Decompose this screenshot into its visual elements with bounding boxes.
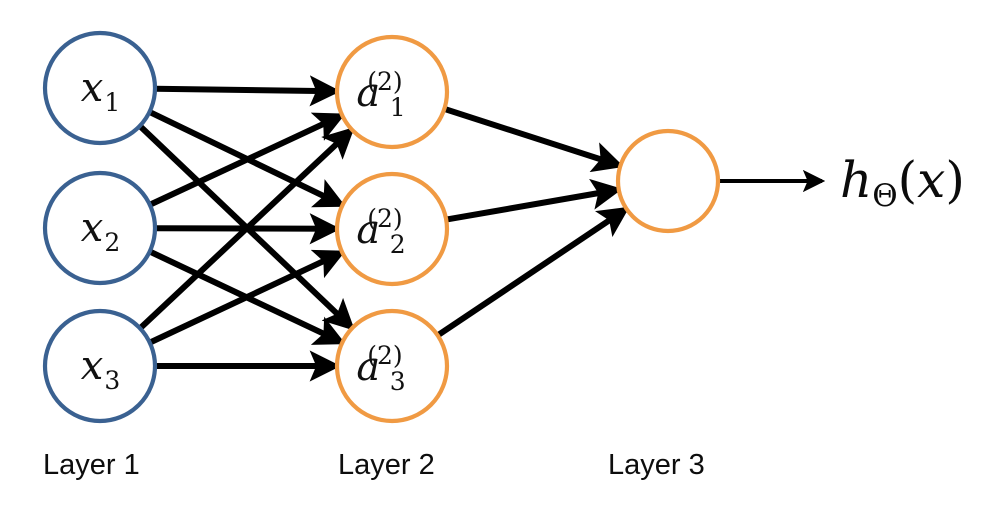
node-sup-a2: (2) — [367, 204, 403, 233]
node-circles — [42, 30, 721, 424]
node-label-x1: x1 — [80, 65, 120, 115]
node-label-a3: a(2)3 — [356, 343, 431, 394]
output-hypothesis-label: hΘ(x) — [840, 155, 965, 212]
output-paren-open: ( — [897, 151, 918, 209]
edges-layer1-to-layer2 — [137, 75, 355, 382]
output-base: h — [840, 151, 873, 209]
node-base-a3: a — [356, 344, 381, 390]
node-circle-a2 — [334, 171, 450, 287]
node-circle-a3 — [334, 308, 450, 424]
node-circle-x2 — [42, 170, 158, 286]
edge-x3-to-a1 — [138, 127, 355, 331]
node-circle-x1 — [42, 30, 158, 146]
edge-x1-to-a1 — [154, 75, 341, 107]
edge-a3-to-out1 — [436, 206, 630, 338]
node-base-x3: x — [80, 343, 104, 389]
node-base-a2: a — [356, 207, 381, 253]
layer-caption-2: Layer 2 — [338, 449, 435, 481]
layer-caption-3: Layer 3 — [608, 449, 705, 481]
edge-x2-to-a1 — [148, 112, 346, 208]
output-theta-subscript: Θ — [872, 178, 898, 214]
node-sub-a2: 2 — [389, 230, 406, 259]
node-sub-x2: 2 — [104, 228, 121, 257]
edge-a1-to-out1 — [443, 106, 625, 173]
node-base-a1: a — [356, 70, 381, 116]
node-sub-a1: 1 — [389, 93, 406, 122]
edge-a2-to-out1 — [445, 178, 623, 223]
node-sub-x3: 3 — [104, 366, 121, 395]
node-label-x3: x3 — [80, 343, 120, 393]
output-paren-close: ) — [945, 151, 965, 209]
node-circle-out1 — [615, 128, 721, 234]
edges-layer2-to-layer3 — [436, 106, 630, 338]
layer-caption-1: Layer 1 — [43, 449, 140, 481]
node-sub-a3: 3 — [389, 367, 406, 396]
node-circle-a1 — [334, 34, 450, 150]
node-label-x2: x2 — [80, 205, 120, 255]
edge-x3-to-a2 — [148, 249, 346, 346]
node-label-a2: a(2)2 — [356, 206, 431, 257]
node-circle-x3 — [42, 308, 158, 424]
node-sup-a1: (2) — [367, 67, 403, 96]
node-sub-x1: 1 — [104, 88, 121, 117]
node-label-a1: a(2)1 — [356, 69, 431, 120]
node-base-x2: x — [80, 205, 104, 251]
node-sup-a3: (2) — [367, 341, 403, 370]
node-base-x1: x — [80, 65, 104, 111]
output-argument: x — [917, 151, 946, 209]
